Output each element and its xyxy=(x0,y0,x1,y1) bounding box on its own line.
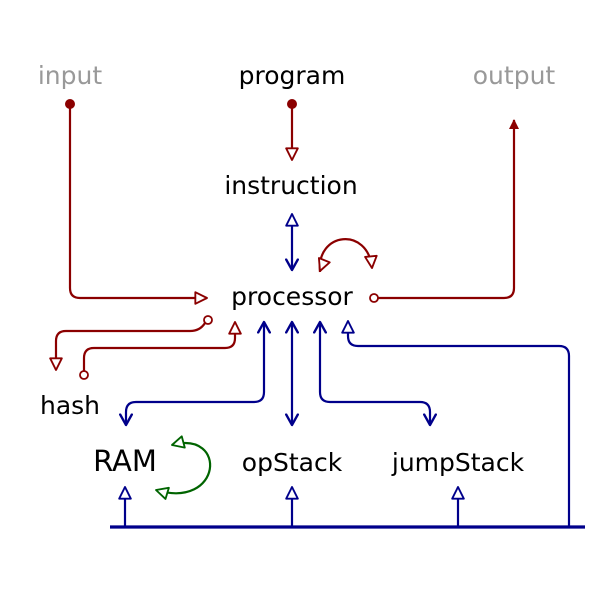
edge-processor-jumpstack xyxy=(313,320,437,427)
edge-processor-to-output xyxy=(369,119,519,303)
node-output: output xyxy=(473,61,556,90)
edge-bus-to-processor xyxy=(341,320,571,527)
edge-processor-self-loop xyxy=(317,238,378,273)
edge-processor-to-hash xyxy=(49,315,213,371)
edge-processor-ram xyxy=(119,320,271,427)
node-processor: processor xyxy=(231,282,353,311)
node-input: input xyxy=(38,61,103,90)
node-instruction: instruction xyxy=(224,171,357,200)
node-opstack: opStack xyxy=(242,448,343,477)
node-hash: hash xyxy=(40,391,100,420)
node-ram: RAM xyxy=(93,444,157,478)
edge-program-to-instruction xyxy=(285,99,299,161)
edge-input-to-processor xyxy=(65,99,208,305)
node-jumpstack: jumpStack xyxy=(391,448,525,477)
node-program: program xyxy=(239,61,346,90)
edge-ram-self-loop xyxy=(155,435,212,500)
